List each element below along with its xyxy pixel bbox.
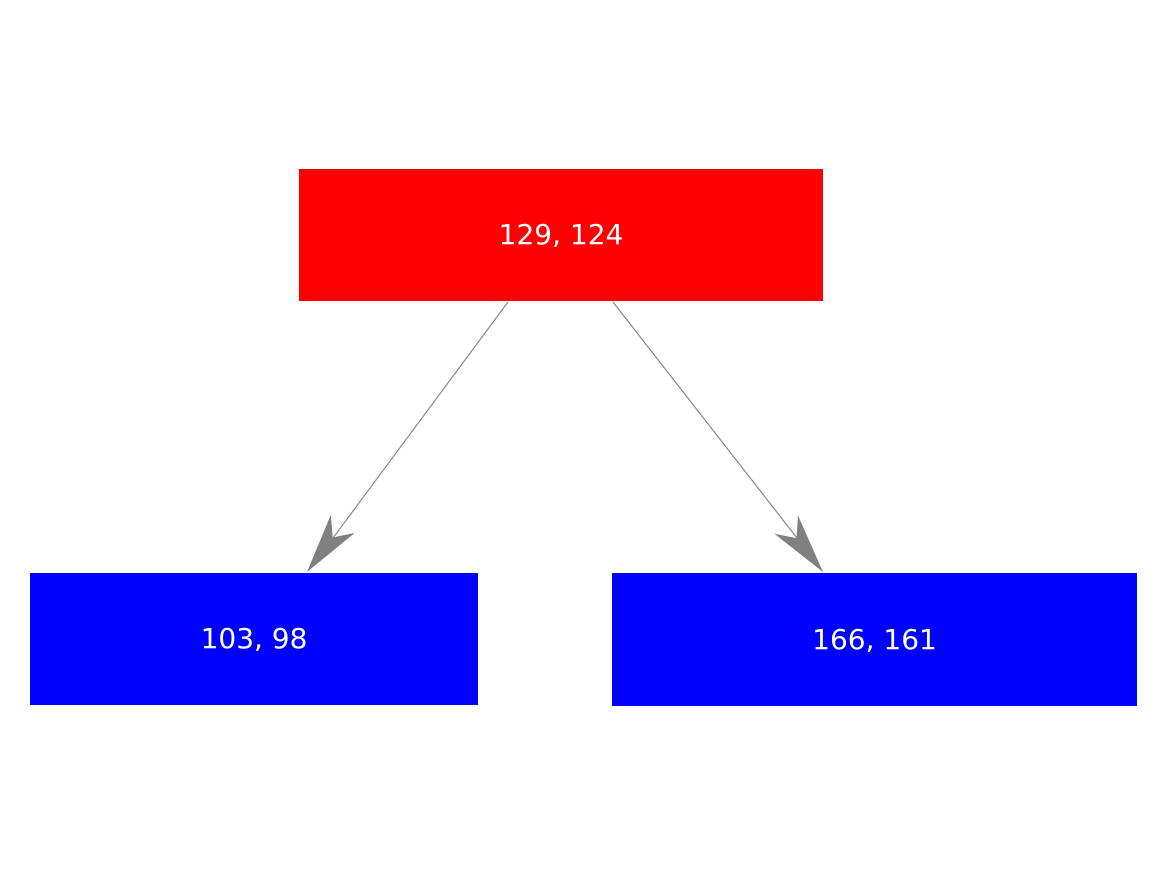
edge-root-to-right-child <box>612 301 823 572</box>
edge-line <box>612 301 798 539</box>
node-left-child-label: 103, 98 <box>200 622 308 655</box>
node-root-label: 129, 124 <box>498 218 624 251</box>
node-left-child: 103, 98 <box>30 573 478 705</box>
node-root: 129, 124 <box>299 169 823 301</box>
node-right-child-label: 166, 161 <box>812 622 937 656</box>
node-right-child: 166, 161 <box>612 573 1137 706</box>
edge-line <box>332 301 509 539</box>
arrowhead-icon <box>307 514 355 572</box>
edge-root-to-left-child <box>307 301 509 572</box>
arrowhead-icon <box>774 515 823 572</box>
